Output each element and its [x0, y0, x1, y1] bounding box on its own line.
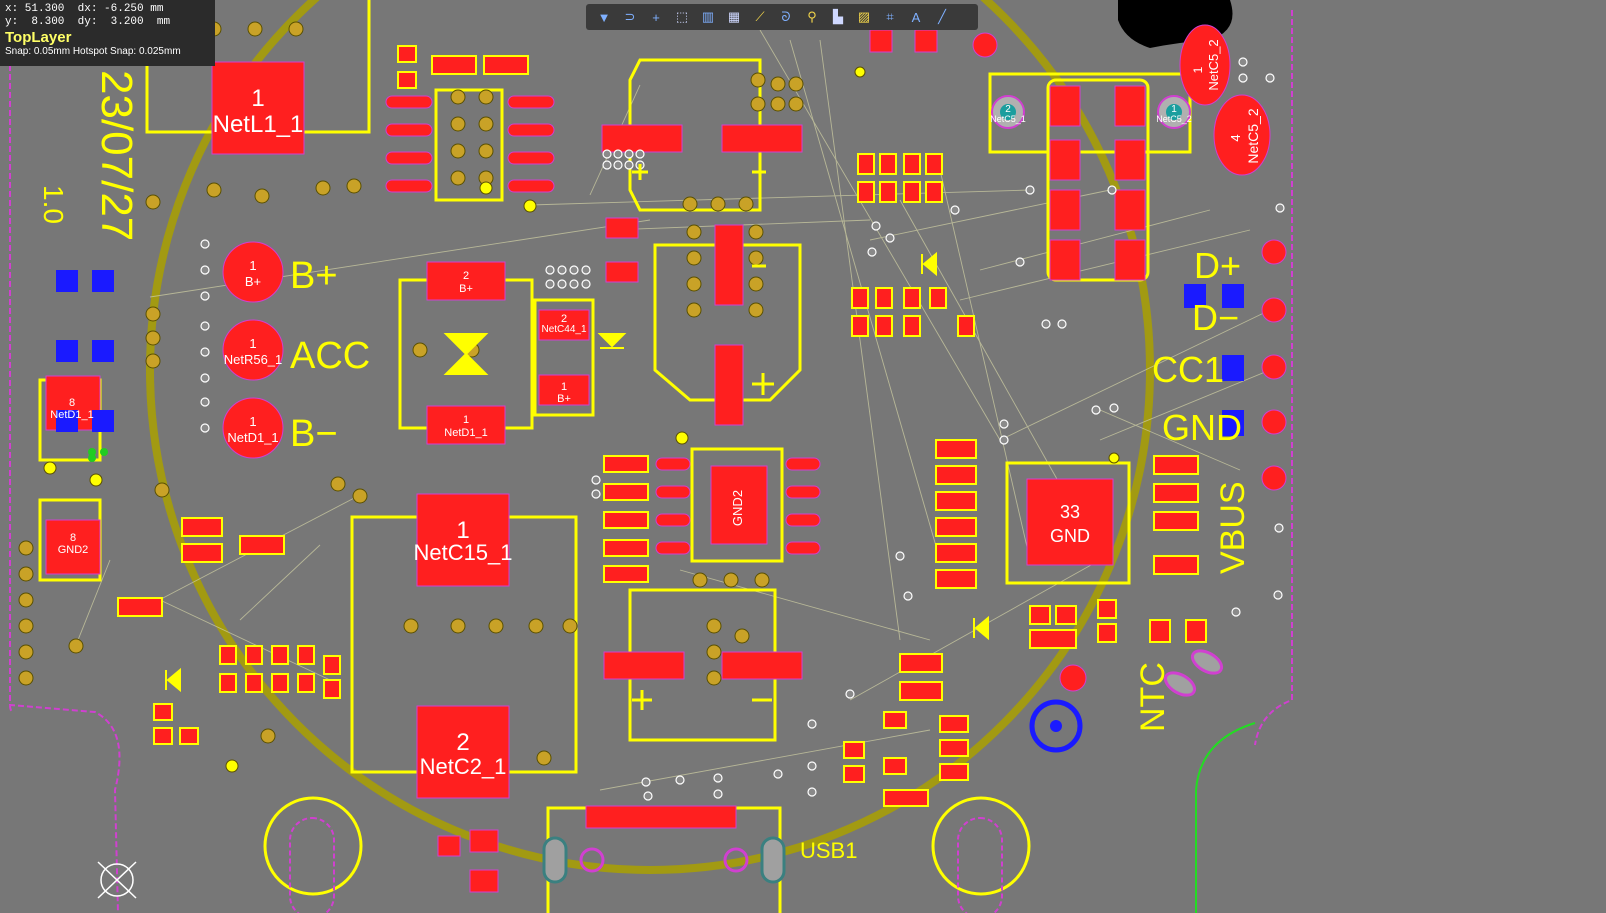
pad-netl1-num: 1: [251, 85, 264, 112]
label-cc1: CC1: [1152, 349, 1224, 390]
pad-bp1-net: B+: [245, 274, 261, 289]
pad-unetd1-net: NetD1_1: [444, 427, 487, 439]
pad-netc15-net: NetC15_1: [413, 540, 512, 565]
label-gnd: GND: [1162, 407, 1242, 448]
dimension-icon[interactable]: ⌗: [886, 9, 894, 24]
label-vbus: VBUS: [1214, 481, 1252, 574]
pad-33-num: 33: [1060, 502, 1080, 522]
board-version-text: 1.0: [38, 185, 69, 224]
pad-netr56-net: NetR56_1: [224, 352, 283, 367]
pad-left8a-net: NetD1_1: [50, 409, 93, 421]
pad-labels: 1 NetL1_1 1 NetC15_1 2 NetC2_1 1 B+ 1 Ne…: [50, 39, 1261, 779]
pad-cbp-num: 1: [561, 381, 567, 393]
polarity-marks: [632, 164, 774, 710]
fill-icon[interactable]: ▙: [833, 9, 843, 24]
pad-bp1-num: 1: [249, 258, 256, 273]
bottom-layer-pads: [56, 270, 1244, 436]
board-outline-arc-right: [1195, 722, 1256, 913]
pad-left8a-num: 8: [69, 397, 75, 409]
line-icon[interactable]: ╱: [938, 9, 946, 24]
align-icon[interactable]: ▥: [701, 9, 715, 24]
label-usb1: USB1: [800, 838, 857, 863]
label-dplus: D+: [1194, 245, 1241, 286]
pad-netc44-num: 2: [561, 313, 567, 325]
silkscreen-text: 23/07/27 1.0 B+ ACC B− D+ D− CC1 GND VBU…: [38, 70, 1252, 863]
pad-netc44-net: NetC44_1: [541, 324, 586, 335]
pad-netd1a-num: 1: [249, 414, 256, 429]
pad-netc5-2c-net: NetC5_2: [1245, 108, 1261, 163]
active-bar-toolbar: ▼ ⊃ + ⬚ ▥ ▦ ⟋ ᘐ ⚲ ▙ ▨ ⌗ A ╱: [586, 4, 978, 30]
usb-mount: [289, 32, 1224, 913]
label-bplus: B+: [290, 255, 338, 297]
pad-netl1-net: NetL1_1: [213, 111, 304, 138]
crosshair-icon[interactable]: +: [652, 9, 660, 25]
pad-left8b-net: GND2: [58, 544, 89, 556]
via-icon[interactable]: ⚲: [807, 9, 817, 24]
pad-netc5-2b-num: 1: [1191, 66, 1205, 73]
coordinate-readout: x: 51.300 dx: -6.250 mm y: 8.300 dy: 3.2…: [0, 0, 215, 66]
pad-netr56-num: 1: [249, 336, 256, 351]
component-icon[interactable]: ▦: [727, 9, 741, 24]
text-icon[interactable]: A: [911, 9, 921, 25]
pad-netc2-num: 2: [456, 729, 469, 756]
route-icon[interactable]: ⊃: [624, 9, 636, 24]
pad-ubp-net: B+: [459, 283, 473, 295]
pad-netc5-2a-num: 1: [1171, 104, 1177, 115]
region-icon[interactable]: ▨: [857, 9, 871, 24]
small-pad-clusters: [117, 45, 1207, 807]
interactive-route-icon[interactable]: ⟋: [755, 9, 765, 24]
readout-x: x: 51.300 dx: -6.250 mm: [5, 3, 164, 15]
board-date-text: 23/07/27: [92, 70, 141, 241]
label-acc: ACC: [290, 335, 370, 377]
small-vias: [200, 57, 1285, 801]
active-layer-label: TopLayer: [5, 29, 72, 46]
pad-netc5-2b-net: NetC5_2: [1206, 39, 1221, 90]
snap-info: Snap: 0.05mm Hotspot Snap: 0.025mm: [5, 46, 181, 57]
pad-gnd2-ic: GND2: [730, 490, 745, 526]
pad-netc2-net: NetC2_1: [420, 754, 507, 779]
readout-y: y: 8.300 dy: 3.200 mm: [5, 16, 171, 28]
pad-ubp-num: 2: [463, 270, 469, 282]
pad-netc5-1-num: 2: [1005, 104, 1011, 115]
origin-marker: [97, 861, 137, 899]
filter-icon[interactable]: ▼: [597, 9, 611, 25]
vias: [18, 21, 1120, 773]
board-outline: [9, 10, 1293, 913]
pad-cbp-net: B+: [557, 393, 571, 405]
pad-netc15-num: 1: [456, 517, 469, 544]
pad-netc5-2a-net: NetC5_2: [1156, 114, 1192, 124]
smd-pads: [45, 24, 1287, 893]
pad-33-net: GND: [1050, 526, 1090, 546]
label-dminus: D−: [1192, 297, 1239, 338]
battery-outline-circle: [146, 0, 1154, 874]
green-marks: [88, 448, 108, 462]
pad-unetd1-num: 1: [463, 414, 469, 426]
select-rect-icon[interactable]: ⬚: [675, 9, 689, 24]
pad-netc5-1-net: NetC5_1: [990, 114, 1026, 124]
pad-netd1a-net: NetD1_1: [227, 430, 278, 445]
label-ntc: NTC: [1134, 662, 1172, 732]
diode-symbols: [165, 251, 989, 693]
pad-netc5-2c-num: 4: [1228, 134, 1243, 141]
label-bminus: B−: [290, 413, 338, 455]
pad-left8b-num: 8: [70, 532, 76, 544]
diff-pair-icon[interactable]: ᘐ: [781, 9, 791, 24]
